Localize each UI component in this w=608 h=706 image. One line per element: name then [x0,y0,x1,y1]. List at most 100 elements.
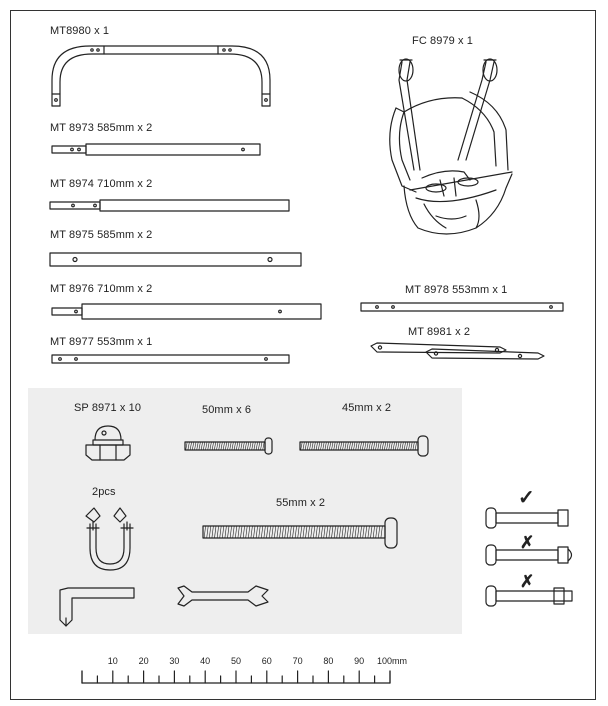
thread-line [302,441,305,451]
thread-line [225,441,228,451]
thread-line [324,441,327,451]
thread-line [247,441,250,451]
thread-line [322,441,325,451]
label-mt8975: MT 8975 585mm x 2 [50,229,153,241]
thread-line [326,441,329,451]
thread-line [344,525,347,539]
thread-line [307,441,310,451]
thread-line [292,525,295,539]
thread-line [348,441,351,451]
thread-line [337,441,340,451]
bolt-threads [185,441,417,539]
thread-line [342,441,345,451]
thread-line [362,441,365,451]
thread-line [320,441,323,451]
thread-line [367,525,370,539]
label-ubolt: 2pcs [92,486,116,498]
thread-line [364,441,367,451]
bolt-check-correct [485,507,569,529]
thread-line [328,525,331,539]
thread-line [357,525,360,539]
thread-line [216,441,219,451]
thread-line [370,525,373,539]
thread-line [395,441,398,451]
thread-line [209,525,212,539]
thread-line [414,441,417,451]
mt8977-tube [51,354,290,364]
thread-line [359,441,362,451]
thread-line [372,525,375,539]
thread-line [258,441,261,451]
thread-line [381,441,384,451]
thread-line [268,525,271,539]
thread-line [315,441,318,451]
thread-line [211,441,214,451]
thread-line [261,525,264,539]
thread-line [262,441,265,451]
thread-line [318,525,321,539]
label-mt8974: MT 8974 710mm x 2 [50,178,153,190]
bolt-45mm [299,435,429,457]
thread-line [196,441,199,451]
mt8980-arch-bar [51,45,271,107]
thread-line [249,441,252,451]
thread-line [320,525,323,539]
ruler-label: 80 [323,656,334,666]
thread-line [401,441,404,451]
thread-line [315,525,318,539]
thread-line [399,441,402,451]
sp8971-cap-nut [85,425,131,461]
ruler-label: 70 [292,656,303,666]
thread-line [207,441,210,451]
thread-line [375,525,378,539]
thread-line [203,441,206,451]
thread-line [310,525,313,539]
thread-line [216,525,219,539]
thread-line [266,525,269,539]
thread-line [388,441,391,451]
thread-line [187,441,190,451]
mt8976-tube [51,303,322,320]
thread-line [311,441,314,451]
thread-line [194,441,197,451]
thread-line [313,441,316,451]
thread-line [412,441,415,451]
ruler-label: 50 [230,656,242,666]
ruler-label: 40 [200,656,211,666]
thread-line [318,441,321,451]
u-bolt [85,507,134,571]
thread-line [294,525,297,539]
thread-line [408,441,411,451]
thread-line [206,525,209,539]
wrong-cross-icon-1: ✗ [520,533,535,552]
thread-line [236,441,239,451]
thread-line [323,525,326,539]
label-mt8978: MT 8978 553mm x 1 [405,284,508,296]
thread-line [255,441,258,451]
allen-key [59,587,135,627]
ruler-label: 20 [138,656,149,666]
thread-line [240,525,243,539]
thread-line [302,525,305,539]
thread-line [200,441,203,451]
thread-line [253,525,256,539]
thread-line [233,441,236,451]
label-bolt-55mm: 55mm x 2 [276,497,326,509]
thread-line [307,525,310,539]
thread-line [304,441,307,451]
thread-line [242,441,245,451]
thread-line [287,525,290,539]
thread-line [392,441,395,451]
thread-line [253,441,256,451]
thread-line [340,441,343,451]
thread-line [279,525,282,539]
thread-line [403,441,406,451]
thread-line [406,441,409,451]
thread-line [339,525,342,539]
thread-line [355,441,358,451]
thread-line [258,525,261,539]
thread-line [271,525,274,539]
thread-line [218,441,221,451]
thread-line [326,525,329,539]
label-mt8977: MT 8977 553mm x 1 [50,336,153,348]
